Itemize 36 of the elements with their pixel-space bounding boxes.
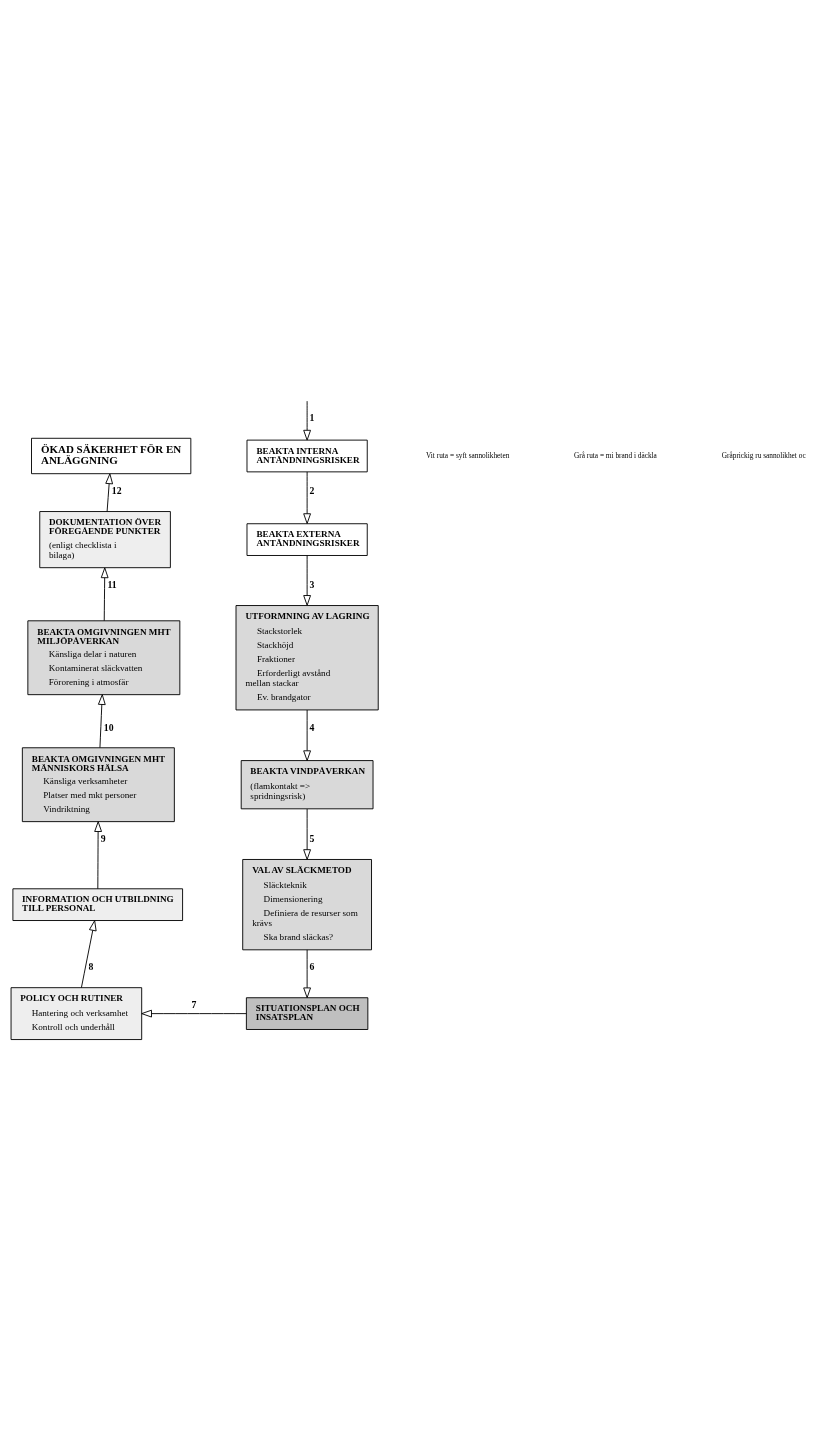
node-box: UTFORMNING AV LAGRING Stackstorlek Stackhöjd Fraktioner Erforderligt avstånd mellan stackar Ev. brandgator <box>235 604 379 710</box>
node-box: DOKUMENTATION ÖVER FÖREGÅENDE PUNKTER (enligt checklista i bilaga) <box>39 510 171 568</box>
node-box: BEAKTA INTERNA ANTÄNDNINGSRISKER <box>246 439 368 472</box>
edge-label: 12 <box>111 484 122 496</box>
edge-label: 3 <box>309 578 315 590</box>
edge-label: 9 <box>100 832 106 844</box>
edge-label: 2 <box>309 484 315 496</box>
arrow <box>80 919 97 988</box>
arrow <box>303 470 311 524</box>
node-box: POLICY OCH RUTINER Hantering och verksamhet Kontroll och underhåll <box>10 986 143 1040</box>
edge-label: 6 <box>309 960 315 972</box>
arrow <box>97 693 106 748</box>
edge-label: 10 <box>103 721 114 733</box>
node-box: INFORMATION OCH UTBILDNING TILL PERSONAL <box>12 887 184 921</box>
arrow <box>141 1009 247 1017</box>
arrow <box>94 820 102 889</box>
edge-label: 4 <box>309 721 315 733</box>
edge-label: 8 <box>88 960 94 972</box>
node-box: BEAKTA VINDPÅVERKAN (flamkontakt => spridningsrisk) <box>240 759 374 809</box>
node-box: ÖKAD SÄKERHET FÖR EN ANLÄGGNING <box>31 437 192 474</box>
arrow <box>303 400 311 441</box>
node-box: BEAKTA OMGIVNINGEN MHT MILJÖPÅVERKAN Känsliga delar i naturen Kontaminerat släckvatten Förorening i atmosfär <box>27 619 181 695</box>
edge-label: 11 <box>107 578 117 590</box>
node-box: BEAKTA EXTERNA ANTÄNDNINGSRISKER <box>246 522 368 556</box>
arrow <box>303 948 311 998</box>
edge-label: 5 <box>309 832 315 844</box>
arrow <box>303 554 311 606</box>
arrow <box>303 709 311 761</box>
arrow <box>303 808 311 860</box>
edge-label: 1 <box>309 411 315 423</box>
node-box: VAL AV SLÄCKMETOD Släckteknik Dimensionering Definiera de resurser som krävs Ska brand släckas? <box>242 858 372 950</box>
node-box: BEAKTA OMGIVNINGEN MHT MÄNNISKORS HÄLSA Känsliga verksamheter Platser med mkt personer Vindriktning <box>21 746 175 822</box>
arrow <box>105 472 114 512</box>
arrow <box>100 566 109 621</box>
node-box: SITUATIONSPLAN OCH INSATSPLAN <box>245 996 369 1030</box>
edge-label: 7 <box>191 998 197 1010</box>
